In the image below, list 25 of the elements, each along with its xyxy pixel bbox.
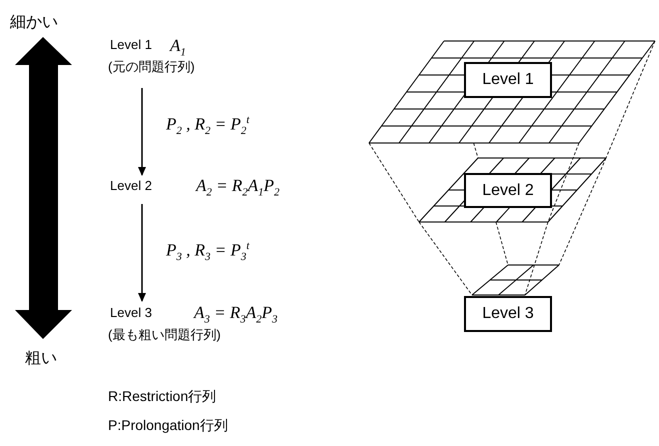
level-description: (最も粗い問題行列)	[108, 328, 221, 343]
formula: A$_{2}$ = R$_{2}$A$_{1}$P$_{2}$	[196, 176, 280, 200]
level-description: (元の問題行列)	[108, 60, 195, 75]
legend-note: P:Prolongation行列	[108, 417, 228, 434]
dashed-line	[606, 40, 656, 158]
scale-label: 粗い	[25, 350, 57, 368]
dashed-line	[558, 158, 606, 266]
formula: A$_{3}$ = R$_{3}$A$_{2}$P$_{3}$	[194, 303, 278, 326]
level-box: Level 2	[464, 173, 552, 208]
dashed-line	[418, 222, 472, 296]
legend-note: R:Restriction行列	[108, 388, 216, 404]
level-label: Level 2	[110, 179, 152, 194]
dashed-line	[496, 222, 508, 266]
arrow	[138, 204, 146, 302]
dashed-line	[473, 142, 478, 158]
dashed-line	[524, 222, 548, 296]
dashed-line	[368, 142, 420, 222]
level-box: Level 1	[464, 62, 552, 98]
formula: A$_{1}$	[170, 36, 186, 60]
level-box: Level 3	[464, 296, 552, 332]
scale-label: 細かい	[10, 14, 58, 32]
arrow	[138, 88, 146, 176]
dashed-line	[548, 142, 580, 222]
level-label: Level 3	[110, 306, 152, 321]
level-label: Level 1	[110, 38, 152, 53]
